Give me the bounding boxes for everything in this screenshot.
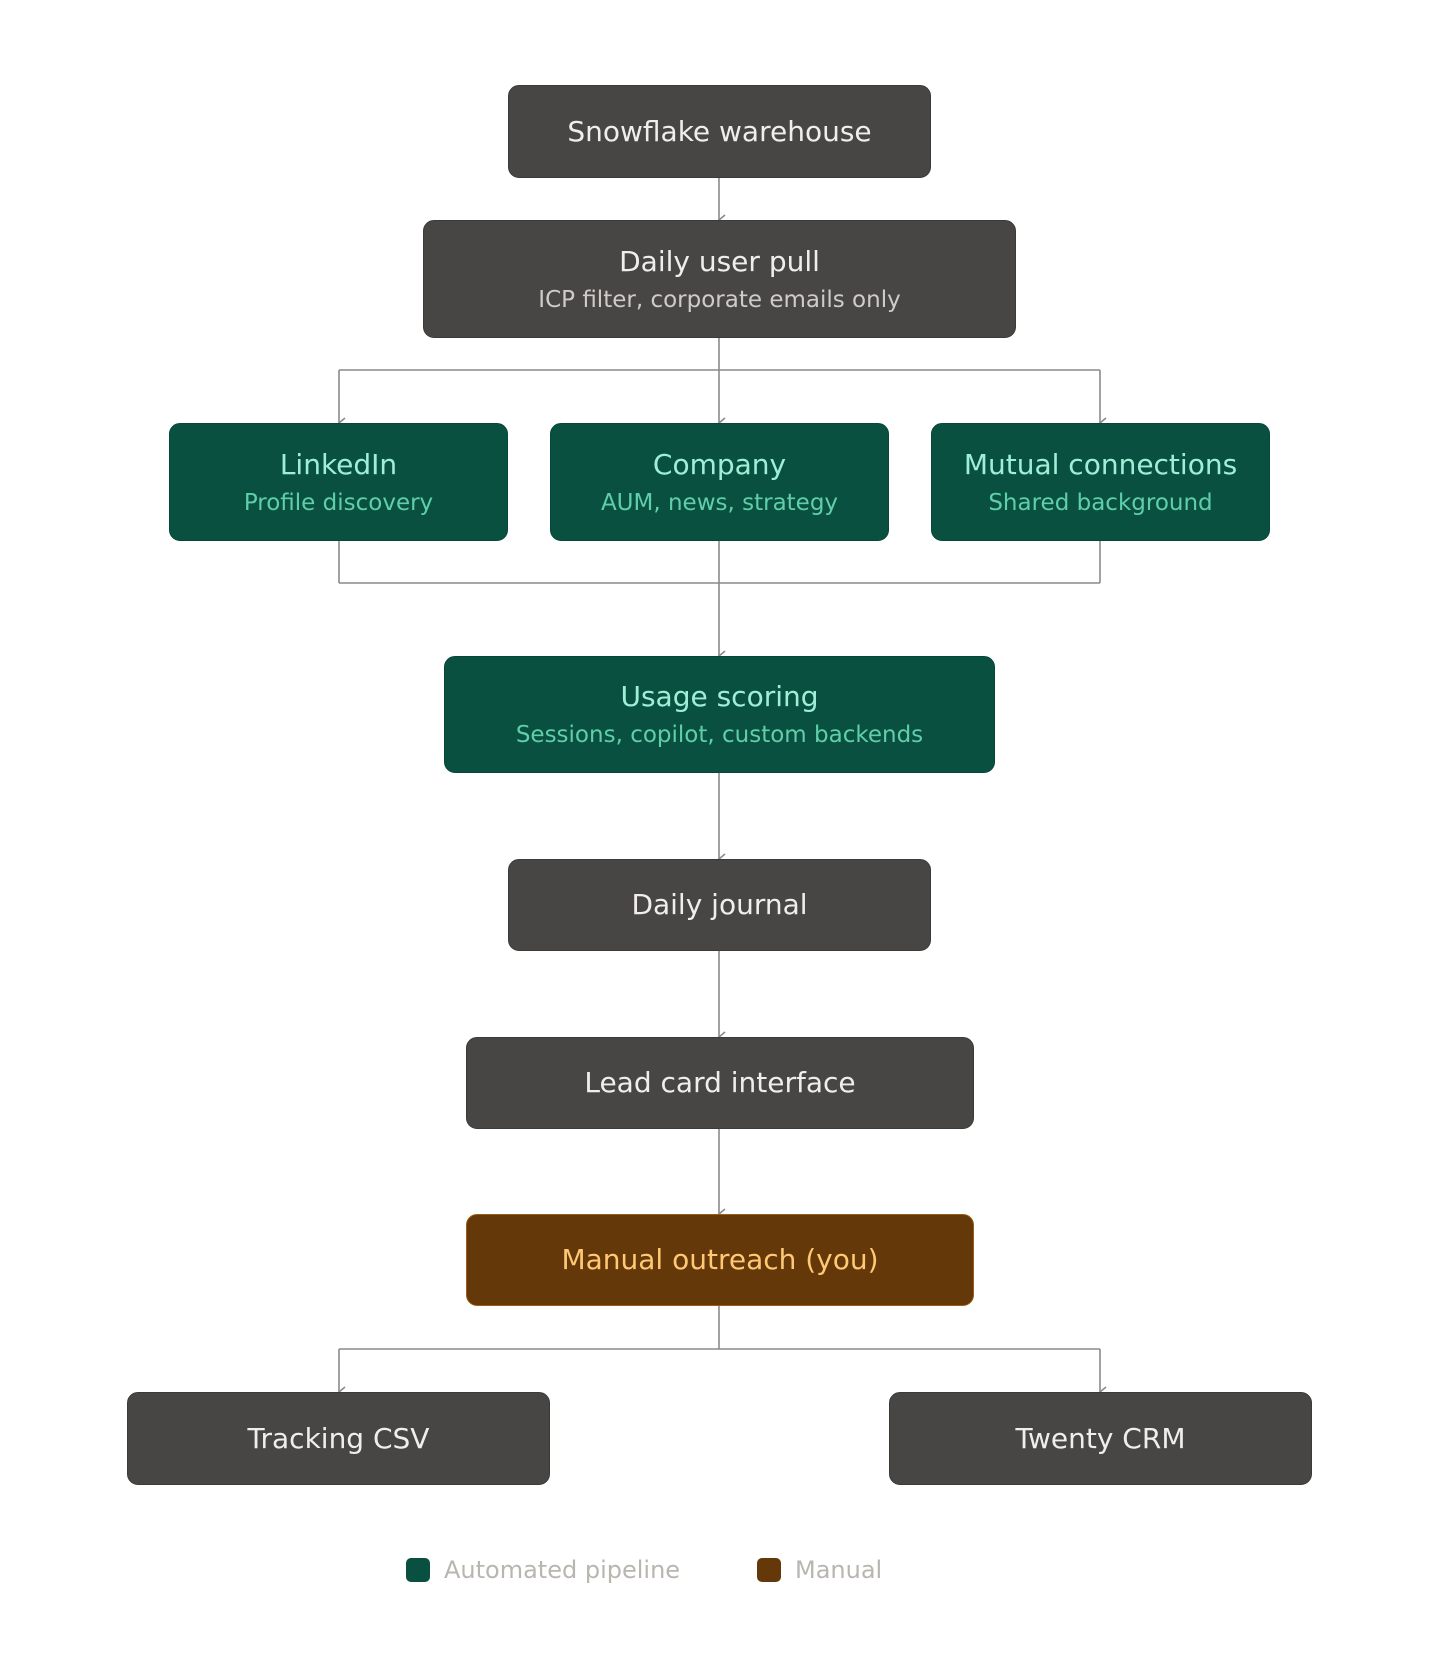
node-title: Twenty CRM — [1015, 1421, 1186, 1455]
node-subtitle: Shared background — [988, 489, 1213, 516]
node-subtitle: ICP filter, corporate emails only — [538, 286, 901, 313]
legend-label-manual: Manual — [795, 1556, 883, 1584]
node-title: Mutual connections — [963, 447, 1238, 481]
node-title: LinkedIn — [279, 447, 398, 481]
node-title: Daily user pull — [619, 244, 820, 278]
node-title: Manual outreach (you) — [561, 1243, 879, 1276]
manual-outreach-node: Manual outreach (you) — [466, 1214, 974, 1306]
node-title: Lead card interface — [584, 1066, 856, 1099]
company-node: Company AUM, news, strategy — [550, 423, 889, 541]
daily-journal-node: Daily journal — [508, 859, 931, 951]
legend-automated: Automated pipeline — [406, 1556, 680, 1584]
node-subtitle: Sessions, copilot, custom backends — [515, 722, 924, 748]
linkedin-node: LinkedIn Profile discovery — [169, 423, 508, 541]
legend-label-automated: Automated pipeline — [444, 1556, 681, 1584]
daily-user-pull-node: Daily user pull ICP filter, corporate em… — [423, 220, 1016, 338]
lead-card-interface-node: Lead card interface — [466, 1037, 974, 1129]
node-title: Company — [652, 447, 787, 481]
usage-scoring-node: Usage scoring Sessions, copilot, custom … — [444, 656, 995, 773]
node-title: Tracking CSV — [247, 1421, 430, 1455]
twenty-crm-node: Twenty CRM — [889, 1392, 1312, 1485]
snowflake-warehouse-node: Snowflake warehouse — [508, 85, 931, 178]
legend-swatch-automated — [406, 1558, 430, 1582]
node-title: Usage scoring — [620, 680, 819, 713]
node-subtitle: Profile discovery — [243, 489, 434, 516]
node-title: Snowflake warehouse — [567, 114, 872, 148]
tracking-csv-node: Tracking CSV — [127, 1392, 550, 1485]
node-title: Daily journal — [631, 888, 808, 921]
legend-manual: Manual — [757, 1556, 882, 1584]
mutual-connections-node: Mutual connections Shared background — [931, 423, 1270, 541]
legend-swatch-manual — [757, 1558, 781, 1582]
node-subtitle: AUM, news, strategy — [600, 489, 839, 516]
